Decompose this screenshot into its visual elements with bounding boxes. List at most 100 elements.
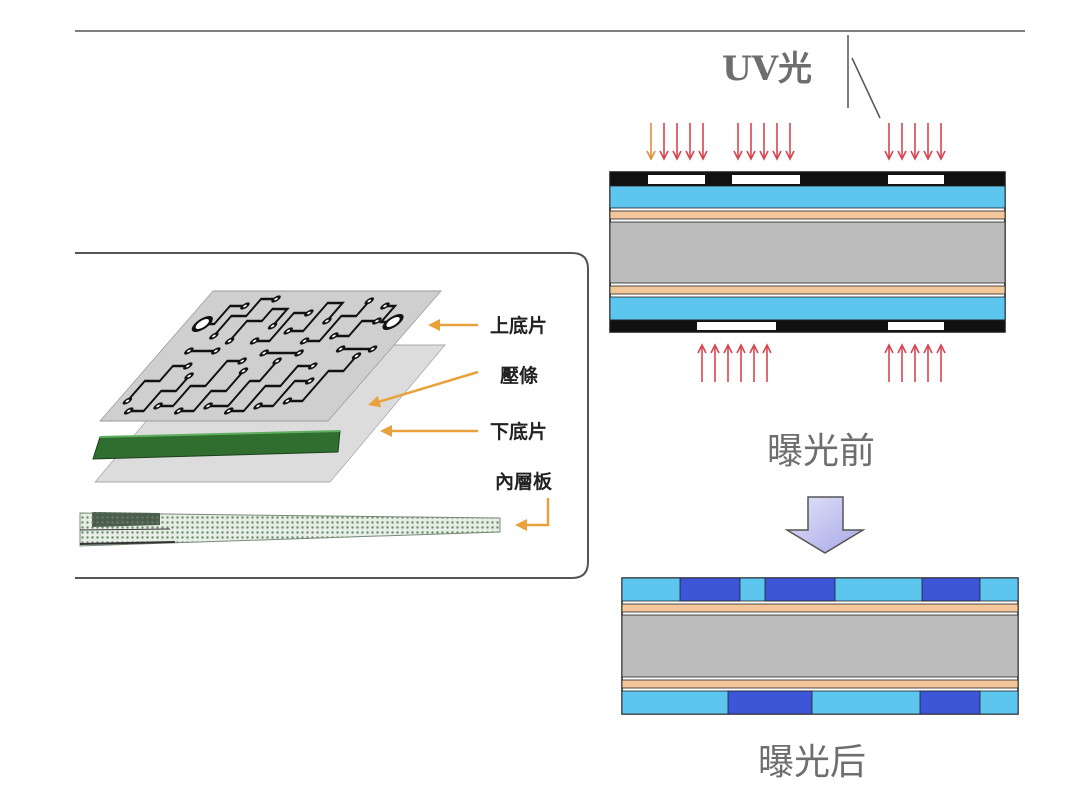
- circuit-trace: [286, 356, 358, 403]
- circuit-pad: [184, 372, 194, 380]
- uv-arrow-up-icon: [723, 343, 733, 382]
- uv-callout-line: [851, 57, 881, 119]
- circuit-pad: [272, 357, 282, 365]
- circuit-trace: [227, 364, 314, 413]
- circuit-pad: [211, 347, 221, 355]
- circuit-pad: [223, 407, 234, 415]
- uv-arrow-up-icon: [923, 343, 933, 382]
- circuit-trace: [303, 301, 371, 343]
- circuit-pad: [299, 337, 310, 345]
- circuit-pad: [203, 402, 213, 410]
- uv-arrow-down-icon: [910, 123, 920, 161]
- uv-arrow-down-icon: [785, 123, 795, 161]
- circuit-pad: [322, 317, 332, 325]
- uv-arrow-down-icon: [936, 123, 946, 161]
- uv-arrow-up-icon: [910, 343, 920, 382]
- uv-arrow-up-icon: [749, 343, 759, 382]
- circuit-pad: [259, 349, 269, 357]
- circuit-pad: [282, 397, 293, 405]
- circuit-trace: [127, 376, 191, 413]
- copper-bottom: [621, 679, 1019, 689]
- circuit-pattern: [122, 295, 404, 415]
- uv-arrow-up-icon: [762, 343, 772, 382]
- circuit-pad: [249, 337, 260, 345]
- phototool-window: [732, 175, 800, 184]
- phototool-window: [697, 322, 776, 330]
- top-film-sheet: [99, 290, 442, 422]
- uv-arrow-down-icon: [698, 123, 708, 161]
- uv-arrow-down-icon: [672, 123, 682, 161]
- circuit-trace: [206, 361, 279, 408]
- dry-film-top: [609, 185, 1006, 209]
- circuit-trace: [253, 311, 311, 343]
- exposed-film-segment: [921, 577, 981, 602]
- uv-light-label: UV光: [722, 49, 812, 89]
- circuit-pad: [237, 357, 247, 365]
- circuit-pad: [240, 302, 250, 310]
- process-arrow-down-icon: [784, 496, 866, 554]
- pointer-bottom-film: [380, 425, 478, 437]
- exposed-film-segment: [727, 690, 813, 715]
- after-exposure-label: 曝光后: [758, 742, 866, 783]
- stack-before-exposure: [609, 171, 1006, 333]
- circuit-pad: [184, 347, 194, 355]
- circuit-pad: [173, 407, 184, 415]
- circuit-pad: [183, 362, 193, 370]
- uv-arrow-down-icon: [772, 123, 782, 161]
- phototool-window: [648, 175, 705, 184]
- board-core: [621, 614, 1019, 678]
- uv-arrow-down-icon: [746, 123, 756, 161]
- uv-arrow-down-icon: [646, 123, 656, 161]
- circuit-trace: [212, 297, 278, 336]
- top-film-label: 上底片: [490, 314, 547, 337]
- uv-arrow-up-icon: [697, 343, 707, 382]
- circuit-pad: [209, 332, 219, 340]
- circuit-trace: [228, 307, 290, 341]
- pointer-top-film: [428, 319, 478, 331]
- inner-board-label: 內層板: [495, 470, 553, 493]
- press-bar-label: 壓條: [500, 364, 538, 387]
- exposure-process-panel: UV光 曝光前: [609, 35, 1019, 783]
- circuit-pad: [123, 407, 134, 415]
- circuit-pad: [253, 402, 263, 410]
- exposed-film-segment: [919, 690, 981, 715]
- circuit-large-pad: [191, 316, 213, 332]
- circuit-pad: [224, 337, 235, 345]
- phototool-window: [888, 175, 944, 184]
- copper-bottom: [609, 285, 1006, 295]
- circuit-trace: [126, 364, 189, 401]
- circuit-pad: [364, 297, 375, 305]
- circuit-pad: [335, 345, 346, 353]
- bottom-film-label: 下底片: [490, 420, 547, 443]
- circuit-pad: [367, 345, 378, 353]
- circuit-pad: [294, 349, 304, 357]
- circuit-pad: [351, 352, 362, 360]
- circuit-pad: [122, 397, 133, 405]
- uv-arrow-up-icon: [736, 343, 746, 382]
- film-stack-panel: 上底片 壓條 下底片 內層板: [75, 252, 589, 579]
- uv-arrow-down-icon: [685, 123, 695, 161]
- uv-arrow-down-icon: [659, 123, 669, 161]
- circuit-pad: [308, 362, 318, 370]
- dry-film-bottom: [609, 296, 1006, 321]
- uv-arrow-up-icon: [884, 343, 894, 382]
- circuit-pad: [305, 377, 315, 385]
- press-bar: [92, 430, 341, 460]
- circuit-pad: [271, 295, 281, 303]
- panel-border: [75, 252, 589, 579]
- uv-arrow-up-icon: [936, 343, 946, 382]
- exposed-film-segment: [679, 577, 741, 602]
- circuit-trace: [156, 359, 244, 408]
- circuit-pad: [372, 317, 382, 325]
- circuit-pad: [238, 367, 249, 375]
- inner-layer-board: [79, 512, 501, 547]
- uv-arrow-down-icon: [897, 123, 907, 161]
- circuit-trace: [177, 371, 245, 413]
- before-exposure-label: 曝光前: [767, 431, 875, 472]
- phototool-window: [888, 322, 944, 330]
- uv-arrow-up-icon: [897, 343, 907, 382]
- circuit-trace: [332, 319, 379, 338]
- exposed-film-segment: [764, 577, 836, 602]
